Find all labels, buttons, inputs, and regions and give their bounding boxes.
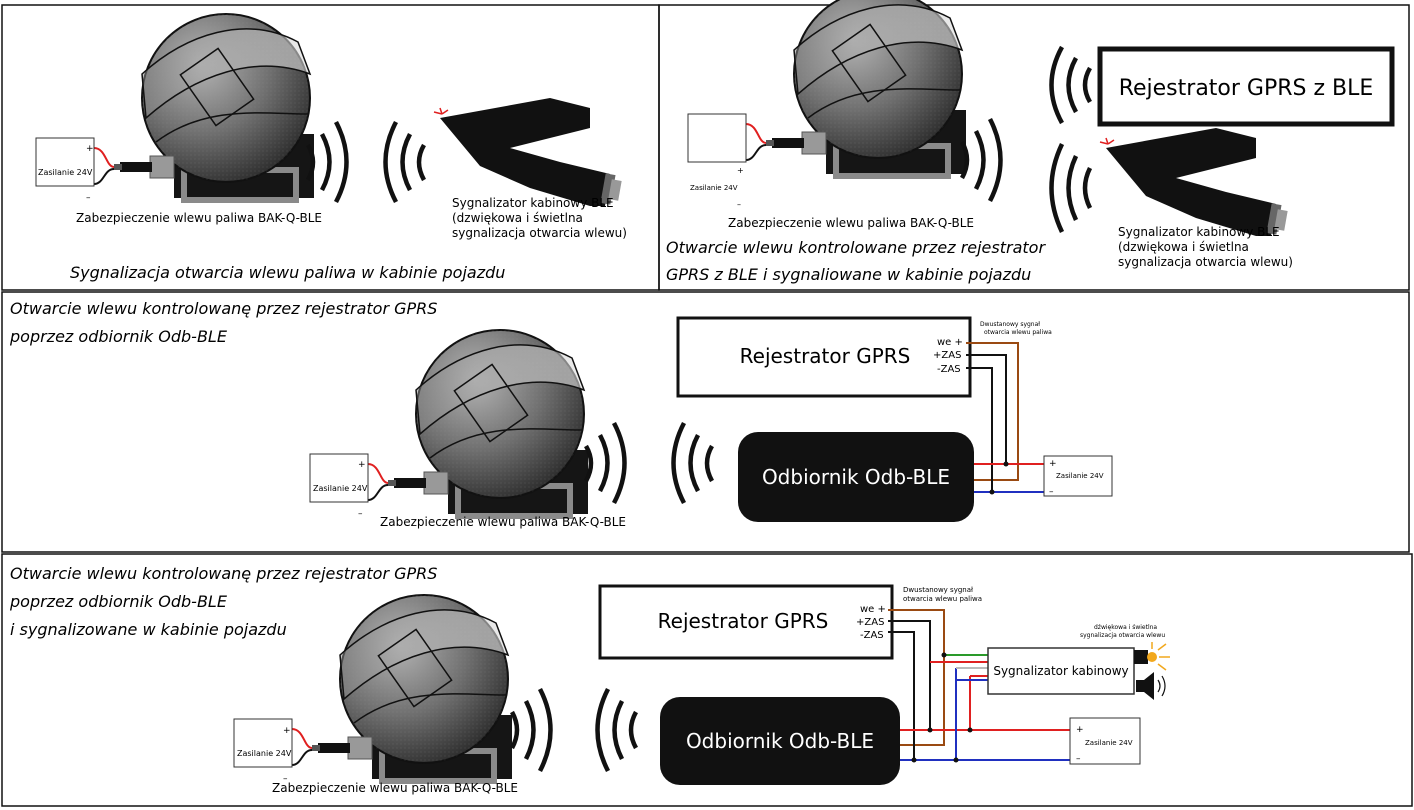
device-label: Zabezpieczenie wlewu paliwa BAK-Q-BLE — [76, 211, 322, 225]
wireless-waves-out — [583, 421, 627, 505]
terminal-minus-zas: -ZAS — [937, 364, 961, 375]
cabin-signaler-box — [987, 647, 1135, 695]
panel-caption: Sygnalizacja otwarcia wlewu paliwa w kab… — [70, 263, 505, 282]
psu-plus: + — [358, 460, 366, 470]
panel-caption-line2: poprzez odbiornik Odb-BLE — [9, 592, 228, 611]
panel-caption-line1: Otwarcie wlewu kontrolowanę przez rejest… — [10, 299, 437, 318]
psu-24v-box — [1043, 455, 1113, 497]
psu-minus: – — [358, 509, 363, 519]
panel-3: Otwarcie wlewu kontrolowanę przez rejest… — [9, 299, 1113, 529]
device-label: Zabezpieczenie wlewu paliwa BAK-Q-BLE — [728, 216, 974, 230]
panel-1-frame — [1, 4, 660, 291]
junction-dot — [927, 727, 933, 733]
psu-minus: – — [737, 200, 741, 209]
panel-caption-line2: poprzez odbiornik Odb-BLE — [9, 327, 228, 346]
panel-1: Zasilanie 24V + – Zabezpieczenie wlewu p… — [36, 14, 627, 282]
junction-dot — [1003, 461, 1009, 467]
wiring-panel-3 — [966, 342, 1046, 493]
psu-minus: – — [283, 774, 288, 784]
terminal-minus-zas: -ZAS — [860, 630, 884, 641]
terminal-we-plus: we + — [860, 604, 886, 615]
psu-minus: – — [86, 193, 91, 203]
junction-dot — [989, 489, 995, 495]
junction-dot — [967, 727, 973, 733]
wireless-waves-in — [595, 687, 639, 773]
signal-note-line1: Dwustanowy sygnał — [980, 321, 1040, 328]
wireless-waves-in — [671, 421, 715, 505]
psu-label-right: Zasilanie 24V — [1056, 472, 1104, 480]
panel-2-frame — [658, 4, 1410, 291]
recorder-label: Rejestrator GPRS z BLE — [1119, 76, 1374, 101]
receiver-label: Odbiornik Odb-BLE — [686, 729, 874, 753]
psu-minus-right: – — [1049, 487, 1054, 497]
signaler-label-line1: Sygnalizator kabinowy BLE — [452, 196, 614, 210]
signal-note-line2: otwarcia wlewu paliwa — [903, 595, 982, 603]
wireless-waves-out — [959, 117, 1003, 203]
signaler-label-line2: (dzwiękowa i świetlna — [452, 211, 583, 225]
panel-caption-line1: Otwarcie wlewu kontrolowane przez rejest… — [666, 238, 1046, 257]
recorder-gprs-box — [598, 584, 894, 660]
panel-caption-line1: Otwarcie wlewu kontrolowanę przez rejest… — [10, 564, 437, 583]
signal-note-line2: otwarcia wlewu paliwa — [984, 329, 1052, 336]
terminal-plus-zas: +ZAS — [856, 617, 884, 628]
signaler-label-line3: sygnalizacja otwarcia wlewu) — [452, 226, 627, 240]
junction-dot — [911, 757, 917, 763]
receiver-odb-ble — [660, 697, 900, 785]
recorder-label: Rejestrator GPRS — [658, 609, 829, 633]
panel-3-frame — [1, 291, 1410, 553]
panel-caption-line3: i sygnalizowane w kabinie pojazdu — [10, 620, 287, 639]
panel-4: Otwarcie wlewu kontrolowanę przez rejest… — [9, 564, 1170, 795]
junction-dot — [953, 757, 959, 763]
psu-label: Zasilanie 24V — [237, 749, 292, 758]
wireless-waves-out — [305, 120, 349, 204]
receiver-odb-ble — [738, 432, 974, 522]
recorder-label: Rejestrator GPRS — [740, 344, 911, 368]
device-label: Zabezpieczenie wlewu paliwa BAK-Q-BLE — [272, 781, 518, 795]
ble-cabin-signaler — [433, 97, 623, 207]
cabin-note-line1: dźwiękowa i świetlna — [1094, 624, 1157, 631]
signaler-label-line2: (dzwiękowa i świetlna — [1118, 240, 1249, 254]
terminal-we-plus: we + — [937, 337, 963, 348]
recorder-gprs-box — [676, 316, 972, 398]
psu-label: Zasilanie 24V — [690, 184, 738, 192]
psu-24v-box — [1069, 717, 1141, 765]
psu-plus-right: + — [1049, 459, 1057, 469]
panel-2: Zasilanie 24V + – Zabezpieczenie wlewu p… — [666, 0, 1395, 284]
signaler-label-line3: sygnalizacja otwarcia wlewu) — [1118, 255, 1293, 269]
receiver-label: Odbiornik Odb-BLE — [762, 465, 950, 489]
wiring-panel-4 — [888, 609, 1072, 761]
device-label: Zabezpieczenie wlewu paliwa BAK-Q-BLE — [380, 515, 626, 529]
wireless-waves-to-recorder — [1049, 45, 1092, 125]
cabin-signaler-label: Sygnalizator kabinowy — [993, 664, 1128, 678]
speaker-icon — [1136, 672, 1166, 700]
recorder-gprs-ble-box — [1097, 46, 1395, 127]
psu-label: Zasilanie 24V — [38, 168, 93, 177]
signaler-label-line1: Sygnalizator kabinowy BLE — [1118, 225, 1280, 239]
ble-cabin-signaler — [1099, 127, 1289, 237]
psu-plus: + — [283, 726, 291, 736]
cabin-note-line2: sygnalizacja otwarcia wlewu — [1080, 632, 1165, 639]
wireless-waves-in — [383, 120, 427, 204]
panel-caption-line2: GPRS z BLE i sygnaliowane w kabinie poja… — [666, 265, 1031, 284]
psu-label: Zasilanie 24V — [313, 484, 368, 493]
psu-label-right: Zasilanie 24V — [1085, 739, 1133, 747]
psu-plus-right: + — [1076, 725, 1084, 735]
junction-dot — [941, 652, 947, 658]
psu-minus-right: – — [1076, 754, 1081, 764]
psu-plus: + — [86, 144, 94, 154]
wireless-waves-to-signaler — [1049, 143, 1093, 233]
wireless-waves-out — [509, 687, 553, 773]
fuel-cap-device — [688, 0, 966, 176]
lamp-icon — [1134, 642, 1170, 671]
psu-plus: + — [737, 166, 744, 175]
panel-4-frame — [1, 553, 1413, 807]
signal-note-line1: Dwustanowy sygnał — [903, 586, 973, 594]
terminal-plus-zas: +ZAS — [933, 350, 961, 361]
